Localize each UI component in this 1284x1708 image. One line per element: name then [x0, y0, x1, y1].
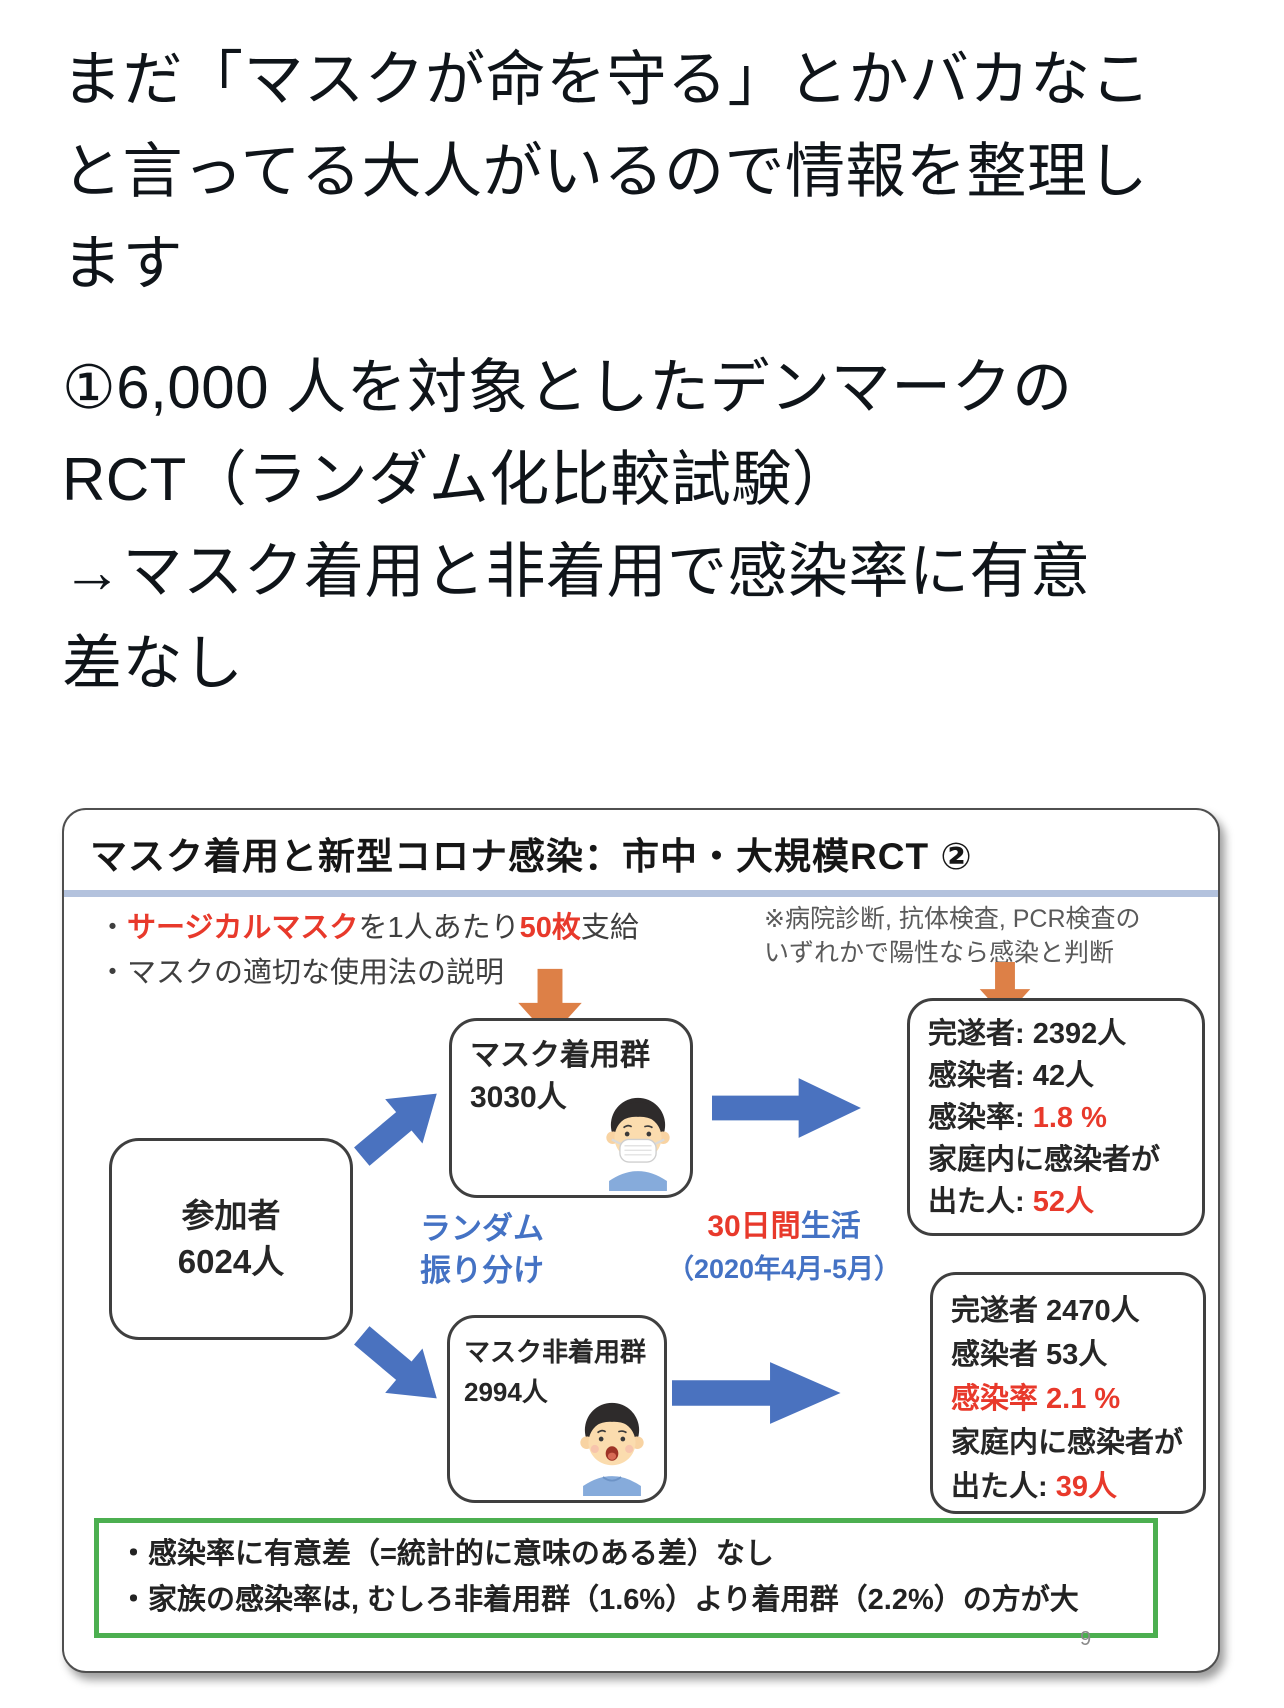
text-line: RCT（ランダム化比較試験） [62, 446, 853, 513]
paragraph-1: まだ「マスクが命を守る」とかバカなこ と言ってる大人がいるので情報を整理し ます [62, 34, 1226, 310]
paragraph-2: ①6,000 人を対象としたデンマークの RCT（ランダム化比較試験） →マスク… [62, 342, 1226, 710]
text-line: ます [62, 230, 183, 297]
text-line: まだ「マスクが命を守る」とかバカなこ [62, 46, 1151, 113]
flow-arrow-bottom-icon [672, 1360, 844, 1426]
slide-image[interactable]: マスク着用と新型コロナ感染：市中・大規模RCT ② ・サージカルマスクを1人あた… [62, 808, 1220, 1673]
mask-result-box: 完遂者: 2392人 感染者: 42人 感染率: 1.8 % 家庭内に感染者が … [907, 998, 1205, 1236]
text-line: いずれかで陽性なら感染と判断 [764, 939, 1115, 967]
orange-down-arrow-icon [516, 968, 584, 1040]
duration-label: 30日間生活 （2020年4月-5月） [666, 1210, 902, 1284]
text-line: と言ってる大人がいるので情報を整理し [62, 138, 1148, 205]
bullet-mask-supply: ・サージカルマスクを1人あたり50枚支給 [98, 912, 639, 944]
conclusion-box: ・感染率に有意差（=統計的に意味のある差）なし ・家族の感染率は, むしろ非着用… [94, 1518, 1158, 1638]
post-text: まだ「マスクが命を守る」とかバカなこ と言ってる大人がいるので情報を整理し ます… [0, 0, 1284, 710]
mask-group-box: マスク着用群 3030人 [449, 1018, 693, 1198]
diagnosis-note: ※病院診断, 抗体検査, PCR検査の いずれかで陽性なら感染と判断 [764, 902, 1141, 970]
intervention-bullets: ・サージカルマスクを1人あたり50枚支給 ・マスクの適切な使用法の説明 [98, 906, 639, 996]
title-divider [64, 890, 1218, 897]
bullet-usage: ・マスクの適切な使用法の説明 [98, 957, 505, 989]
text-line: ※病院診断, 抗体検査, PCR検査の [764, 905, 1141, 933]
page-number: 9 [1080, 1628, 1092, 1650]
masked-person-icon [606, 1097, 670, 1191]
text-line: →マスク着用と非着用で感染率に有意 [62, 538, 1091, 605]
text-line: ①6,000 人を対象としたデンマークの [62, 354, 1073, 421]
nomask-result-box: 完遂者 2470人 感染者 53人 感染率 2.1 % 家庭内に感染者が 出た人… [930, 1272, 1206, 1514]
participant-box: 参加者 6024人 [109, 1138, 353, 1340]
random-assignment-label: ランダム 振り分け [420, 1211, 544, 1288]
slide-title: マスク着用と新型コロナ感染：市中・大規模RCT ② [90, 836, 973, 877]
flow-arrow-top-icon [712, 1076, 864, 1140]
nomask-group-box: マスク非着用群 2994人 [447, 1315, 667, 1503]
branch-arrow-up-icon [350, 1072, 450, 1177]
orange-down-arrow-icon [976, 962, 1034, 1018]
unmasked-person-icon [580, 1402, 644, 1496]
branch-arrow-down-icon [350, 1315, 450, 1420]
text-line: 差なし [62, 630, 244, 697]
conclusion-line: ・家族の感染率は, むしろ非着用群（1.6%）より着用群（2.2%）の方が大 [119, 1584, 1079, 1616]
conclusion-line: ・感染率に有意差（=統計的に意味のある差）なし [119, 1538, 774, 1570]
